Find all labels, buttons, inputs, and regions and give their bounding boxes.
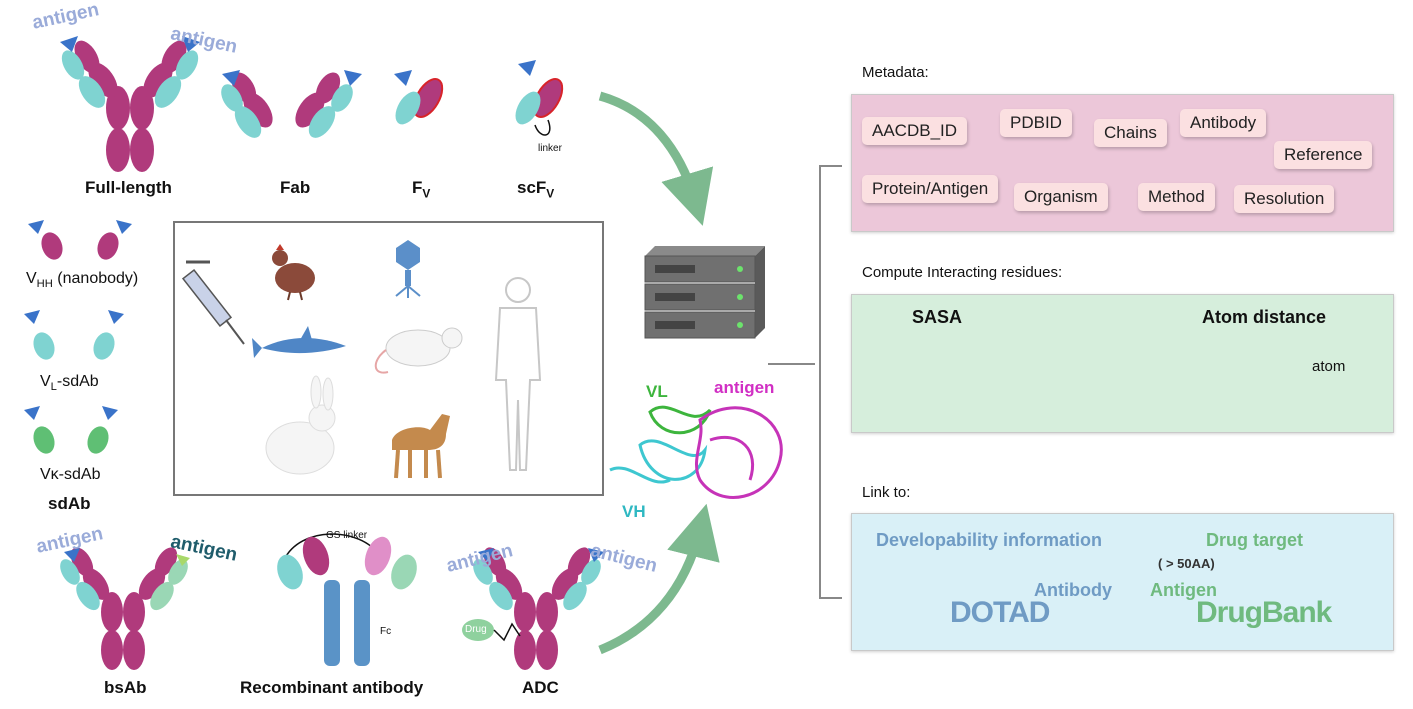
adc-antibody	[462, 547, 604, 670]
arrow-top	[598, 91, 714, 226]
structure-vl-label: VL	[646, 382, 668, 401]
vl-sdab	[24, 310, 124, 360]
link-title: Link to:	[862, 484, 911, 501]
rabbit-icon	[265, 375, 336, 475]
vl-rest: -sdAb	[56, 373, 99, 390]
vhh-rest: (nanobody)	[52, 270, 139, 287]
syringe-icon	[181, 260, 245, 345]
vhh-nanobody	[28, 220, 132, 260]
server-icon	[644, 246, 765, 339]
metadata-panel: AACDB_ID PDBID Chains Antibody Reference…	[851, 94, 1394, 232]
sasa-label: SASA	[912, 307, 963, 327]
vl-main: V	[40, 373, 51, 390]
fv-main: F	[412, 178, 423, 197]
protein-structure	[609, 405, 783, 499]
field-method: Method	[1138, 183, 1215, 211]
vl-sdab-label: VL-sdAb	[40, 373, 99, 393]
bsab-label: bsAb	[104, 678, 147, 697]
adc-label: ADC	[522, 678, 559, 697]
interacting-panel	[851, 294, 1394, 433]
fab-fragments	[221, 70, 362, 138]
developability-label: Developability information	[876, 530, 1103, 550]
field-organism: Organism	[1014, 183, 1108, 211]
sdab-label: sdAb	[48, 494, 91, 513]
phage-icon	[395, 240, 421, 298]
camel-icon	[392, 414, 450, 479]
recombinant-label: Recombinant antibody	[240, 678, 424, 697]
fab-label: Fab	[280, 178, 311, 197]
vhh-sub: HH	[36, 278, 53, 291]
drug-target-label: Drug target	[1206, 530, 1304, 550]
fc-label: Fc	[380, 626, 392, 637]
species-box	[173, 221, 604, 496]
chicken-icon	[272, 244, 315, 301]
field-resolution: Resolution	[1234, 185, 1335, 213]
field-chains: Chains	[1094, 119, 1167, 147]
link-antibody-label: Antibody	[1034, 580, 1112, 600]
scfv-label: scFV	[517, 178, 554, 200]
field-pdbid: PDBID	[1000, 109, 1072, 137]
full-length-antibody	[60, 36, 200, 172]
rat-icon	[374, 327, 463, 374]
link-antigen-label: Antigen	[1150, 580, 1217, 600]
field-reference: Reference	[1274, 141, 1373, 169]
bracket	[819, 165, 842, 599]
fv-sub: V	[422, 186, 431, 201]
gs-linker-label: GS linker	[326, 530, 368, 541]
length-note: ( > 50AA)	[1158, 556, 1215, 571]
bsab-antibody	[60, 547, 190, 670]
structure-antigen-label: antigen	[714, 378, 775, 397]
interacting-title: Compute Interacting residues:	[862, 264, 1063, 281]
vk-sdab	[24, 406, 118, 454]
field-aacdb-id: AACDB_ID	[862, 117, 968, 145]
fv-label: FV	[412, 178, 430, 200]
scfv-fragment	[515, 60, 564, 136]
fv-fragment	[394, 70, 444, 125]
shark-icon	[252, 326, 346, 358]
link-panel	[851, 513, 1394, 651]
dotad-logo: DOTAD	[950, 596, 1050, 629]
recombinant-antibody	[277, 533, 417, 666]
drug-label: Drug	[465, 624, 487, 635]
arrow-bottom	[598, 503, 720, 655]
scfv-main: scF	[517, 178, 547, 197]
vk-sdab-label: Vκ-sdAb	[40, 466, 101, 483]
linker-label: linker	[538, 143, 562, 154]
metadata-title: Metadata:	[862, 64, 929, 81]
scfv-sub: V	[546, 186, 555, 201]
atom-distance-label: Atom distance	[1202, 307, 1327, 327]
vhh-main: V	[26, 270, 37, 287]
structure-vh-label: VH	[622, 502, 646, 521]
field-antibody: Antibody	[1180, 109, 1267, 137]
vhh-label: VHH (nanobody)	[26, 270, 138, 290]
field-protein-antigen: Protein/Antigen	[862, 175, 999, 203]
full-length-label: Full-length	[85, 178, 172, 197]
atom-label: atom	[1312, 358, 1346, 375]
vl-sub: L	[50, 381, 57, 394]
drugbank-logo: DrugBank	[1196, 596, 1332, 629]
human-icon	[494, 277, 542, 471]
